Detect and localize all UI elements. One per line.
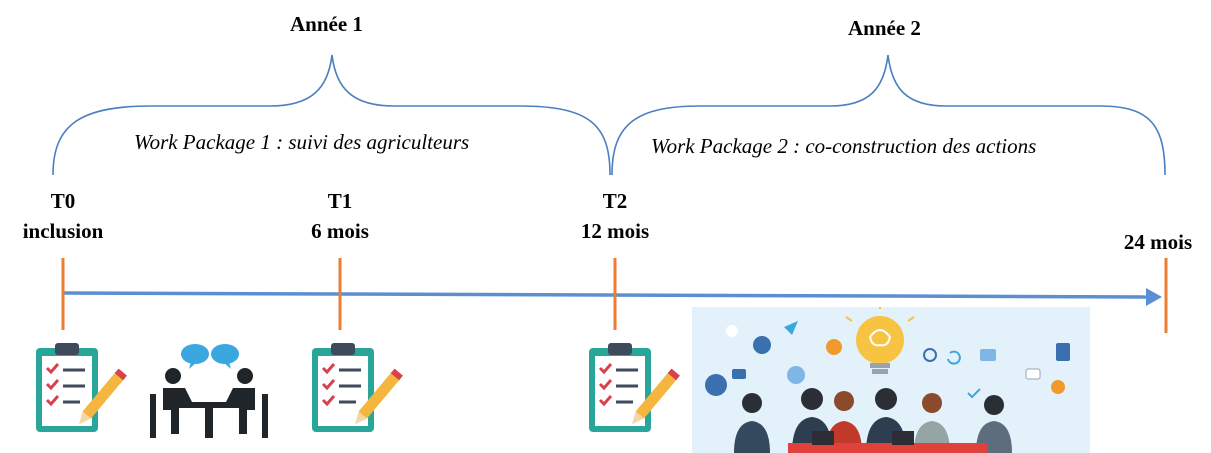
co-construction-team-illustration (692, 307, 1090, 453)
milestone-t1-caption: 6 mois (311, 219, 369, 243)
clipboard-checklist-icon (312, 343, 403, 432)
year-1-brace (52, 54, 611, 176)
timeline-arrow-line (62, 291, 1149, 299)
message-icon (1025, 368, 1041, 380)
milestone-t2-label: T2 12 mois (560, 186, 670, 246)
milestone-t1-code: T1 (327, 189, 353, 213)
milestone-t0-caption: inclusion (22, 219, 104, 243)
cloud-icon (726, 325, 738, 337)
calculator-icon (1056, 343, 1070, 361)
refresh-icon (947, 350, 961, 365)
milestone-t2-code: T2 (602, 189, 628, 213)
work-package-1-label: Work Package 1 : suivi des agriculteurs (134, 130, 470, 154)
lightbulb-icon (856, 316, 904, 364)
chart-icon (705, 374, 727, 396)
chat-icon (732, 369, 746, 379)
milestone-t0-code: T0 (50, 189, 76, 213)
orange-dot-icon (826, 339, 842, 355)
timeline-arrowhead (1146, 288, 1162, 306)
milestone-t2-caption: 12 mois (580, 219, 650, 243)
milestone-end-caption: 24 mois (1123, 230, 1193, 254)
window-icon (980, 349, 996, 361)
year-2-label: Année 2 (848, 16, 921, 40)
meeting-discussion-icon (150, 344, 268, 438)
milestone-t0-label: T0 inclusion (8, 186, 118, 246)
paper-plane-icon (784, 321, 798, 335)
gear-icon (1051, 380, 1065, 394)
clipboard-checklist-icon (589, 343, 680, 432)
work-package-2-label: Work Package 2 : co-construction des act… (651, 134, 1037, 158)
group-icon (787, 366, 805, 384)
milestone-end-label: 24 mois (1108, 227, 1208, 257)
clipboard-checklist-icon (36, 343, 127, 432)
mail-icon (753, 336, 771, 354)
year-2-brace (611, 54, 1166, 176)
year-1-label: Année 1 (290, 12, 363, 36)
checkmark-icon (967, 388, 981, 399)
milestone-t1-label: T1 6 mois (290, 186, 390, 246)
search-icon (923, 348, 937, 362)
